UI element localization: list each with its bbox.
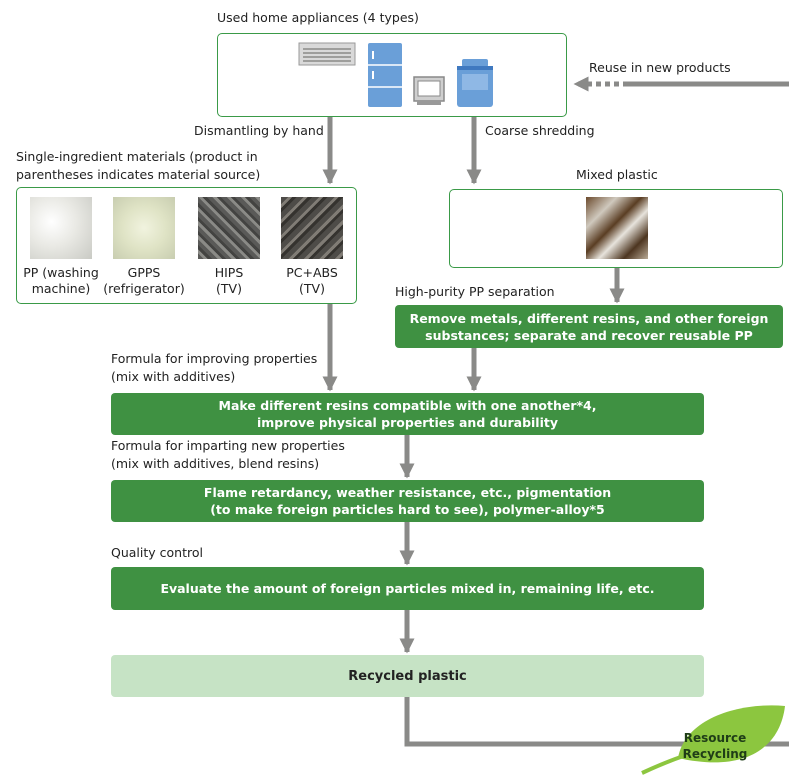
material-hips: HIPS (TV) [214, 265, 244, 296]
pp-flakes-photo [30, 197, 92, 259]
leaf-icon: Resource Recycling [640, 700, 789, 775]
leaf-text: Resource Recycling [682, 731, 748, 761]
impart-label-1: Formula for imparting new properties [111, 438, 345, 453]
material-pp: PP (washing machine) [23, 265, 99, 296]
single-materials-box: PP (washing machine) GPPS (refrigerator)… [16, 187, 357, 304]
recycle-return-line [404, 697, 789, 747]
improve-label-1: Formula for improving properties [111, 351, 318, 366]
material-gpps: GPPS (refrigerator) [103, 265, 185, 296]
impart-box: Flame retardancy, weather resistance, et… [111, 480, 704, 522]
improve-box: Make different resins compatible with on… [111, 393, 704, 435]
mixed-plastic-label: Mixed plastic [576, 167, 658, 182]
impart-label-2: (mix with additives, blend resins) [111, 456, 320, 471]
shredding-label: Coarse shredding [485, 123, 595, 138]
washing-machine-icon [456, 58, 494, 108]
material-pc-abs: PC+ABS (TV) [286, 265, 338, 296]
quality-box: Evaluate the amount of foreign particles… [111, 567, 704, 610]
pp-separation-label: High-purity PP separation [395, 284, 555, 299]
refrigerator-icon [367, 42, 403, 108]
improve-label-2: (mix with additives) [111, 369, 236, 384]
air-conditioner-icon [298, 42, 356, 66]
hips-flakes-photo [198, 197, 260, 259]
reuse-label: Reuse in new products [589, 60, 731, 75]
single-materials-title-1: Single-ingredient materials (product in [16, 149, 258, 164]
recycled-plastic-box: Recycled plastic [111, 655, 704, 697]
mixed-plastic-photo [586, 197, 648, 259]
mixed-plastic-box [449, 189, 783, 268]
quality-label: Quality control [111, 545, 203, 560]
tv-icon [413, 76, 445, 106]
pcabs-flakes-photo [281, 197, 343, 259]
pp-separation-box: Remove metals, different resins, and oth… [395, 305, 783, 348]
appliances-box [217, 33, 567, 117]
gpps-flakes-photo [113, 197, 175, 259]
appliances-title: Used home appliances (4 types) [217, 10, 419, 25]
dismantling-label: Dismantling by hand [194, 123, 324, 138]
single-materials-title-2: parentheses indicates material source) [16, 167, 261, 182]
